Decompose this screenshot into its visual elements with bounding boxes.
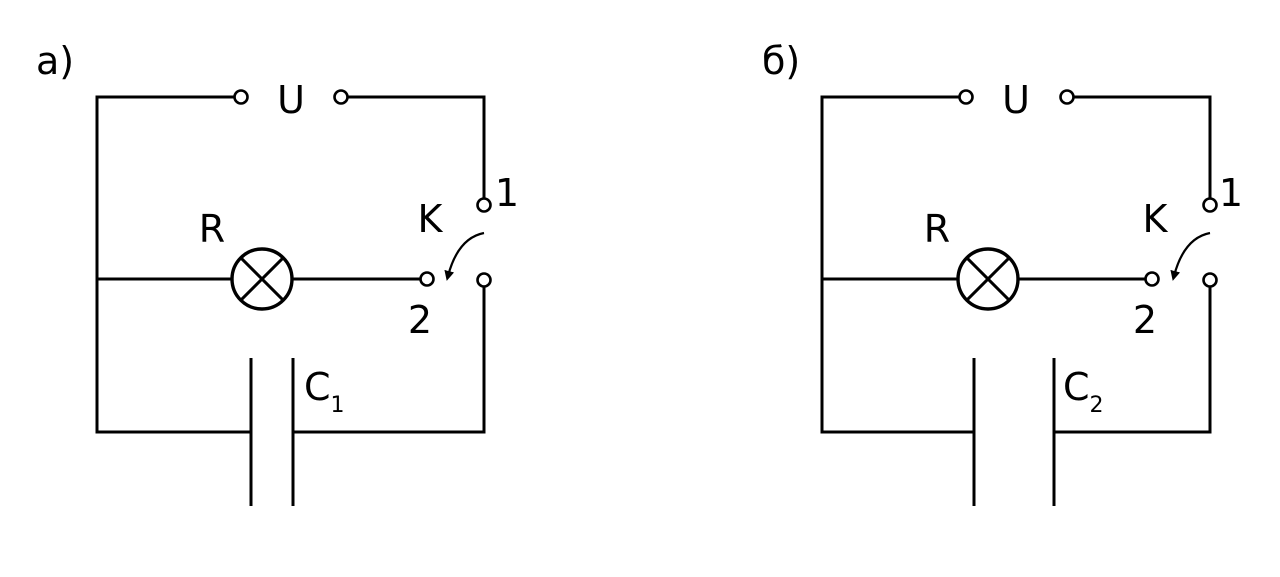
switch-position-2-label-b: 2 xyxy=(1133,298,1157,342)
capacitor-index-b: 2 xyxy=(1090,393,1104,418)
circuit-b: б) U K 1 2 R C2 xyxy=(762,39,1243,506)
capacitor-label-a: C1 xyxy=(304,365,345,418)
panel-label-b: б) xyxy=(762,39,800,83)
switch-position-1-label-b: 1 xyxy=(1219,171,1243,215)
capacitor-index-a: 1 xyxy=(331,393,345,418)
source-terminal-left-a xyxy=(233,89,249,105)
lamp-cross-2-b xyxy=(965,256,1011,302)
wire-right-bottom-a xyxy=(291,286,486,434)
wire-left-a xyxy=(95,95,251,434)
switch-position-1-label-a: 1 xyxy=(495,171,519,215)
wire-left-b xyxy=(820,95,976,434)
circuit-a: а) U K 1 2 R C1 xyxy=(36,39,519,506)
voltage-label-b: U xyxy=(1002,78,1030,122)
wire-top-right-a xyxy=(346,95,486,199)
switch-position-2-label-a: 2 xyxy=(408,298,432,342)
switch-pivot-a xyxy=(476,272,492,288)
switch-contact-1-a xyxy=(476,197,492,213)
resistor-label-b: R xyxy=(924,207,950,251)
capacitor-letter-b: C xyxy=(1063,365,1090,409)
lamp-cross-2-a xyxy=(239,256,285,302)
source-terminal-right-a xyxy=(333,89,349,105)
switch-contact-2-b xyxy=(1144,271,1160,287)
switch-contact-1-b xyxy=(1202,197,1218,213)
switch-label-a: K xyxy=(418,197,444,241)
source-terminal-right-b xyxy=(1059,89,1075,105)
panel-label-a: а) xyxy=(36,39,74,83)
capacitor-letter-a: C xyxy=(304,365,331,409)
switch-arrow-a xyxy=(444,231,485,281)
wire-top-right-b xyxy=(1072,95,1212,199)
switch-contact-2-a xyxy=(419,271,435,287)
resistor-label-a: R xyxy=(199,207,225,251)
capacitor-label-b: C2 xyxy=(1063,365,1104,418)
switch-arrow-b xyxy=(1170,231,1211,281)
voltage-label-a: U xyxy=(277,78,305,122)
switch-pivot-b xyxy=(1202,272,1218,288)
source-terminal-left-b xyxy=(958,89,974,105)
switch-label-b: K xyxy=(1143,197,1169,241)
wire-right-bottom-b xyxy=(1052,286,1212,434)
